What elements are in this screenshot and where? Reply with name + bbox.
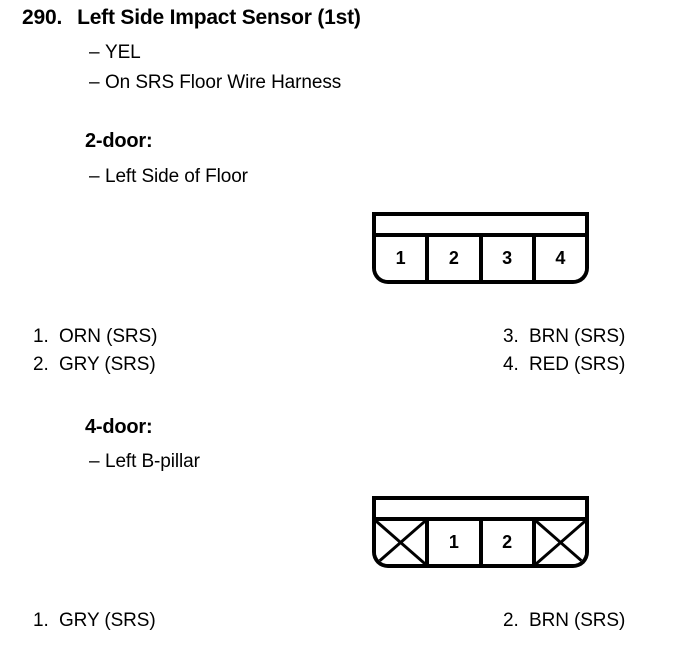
connector-cell: 1: [429, 521, 483, 564]
connector-cell: 2: [429, 237, 483, 280]
entry-note-0-text: YEL: [105, 42, 141, 63]
pin-list-item: 4. RED (SRS): [503, 351, 625, 379]
connector-cell: 4: [535, 237, 585, 280]
connector-cell-row: 1 2: [372, 521, 589, 568]
pin-label: BRN (SRS): [529, 610, 626, 631]
connector-cell-row: 1 2 3 4: [372, 237, 589, 284]
entry-heading: 290. Left Side Impact Sensor (1st): [22, 6, 361, 30]
dash-bullet-icon: –: [89, 166, 100, 187]
pin-number: 1.: [33, 326, 49, 347]
pin-list-right-2-door: 3. BRN (SRS) 4. RED (SRS): [503, 323, 625, 379]
pin-list-item: 2. GRY (SRS): [33, 351, 157, 379]
connector-top-bar: [372, 212, 589, 237]
connector-cell-blocked: [535, 521, 585, 564]
pin-label: ORN (SRS): [59, 326, 158, 347]
section-location-2-door: –Left Side of Floor: [89, 166, 248, 188]
connector-top-bar: [372, 496, 589, 521]
pin-number: 1.: [33, 610, 49, 631]
pin-list-left-2-door: 1. ORN (SRS) 2. GRY (SRS): [33, 323, 157, 379]
dash-bullet-icon: –: [89, 451, 100, 472]
connector-cell-blocked: [376, 521, 430, 564]
section-location-2-door-text: Left Side of Floor: [105, 166, 248, 187]
entry-note-1: –On SRS Floor Wire Harness: [89, 72, 341, 94]
pin-number: 2.: [33, 354, 49, 375]
connector-diagram-2-door: 1 2 3 4: [372, 212, 589, 284]
section-location-4-door-text: Left B-pillar: [105, 451, 200, 472]
entry-number: 290.: [22, 6, 63, 29]
pin-list-item: 2. BRN (SRS): [503, 607, 625, 635]
connector-cell: 3: [482, 237, 536, 280]
pin-list-left-4-door: 1. GRY (SRS): [33, 607, 156, 635]
pin-number: 4.: [503, 354, 519, 375]
connector-diagram-4-door: 1 2: [372, 496, 589, 568]
pin-label: GRY (SRS): [59, 610, 156, 631]
connector-cell: 1: [376, 237, 430, 280]
dash-bullet-icon: –: [89, 72, 100, 93]
pin-list-item: 3. BRN (SRS): [503, 323, 625, 351]
pin-number: 2.: [503, 610, 519, 631]
pin-label: GRY (SRS): [59, 354, 156, 375]
entry-note-1-text: On SRS Floor Wire Harness: [105, 72, 342, 93]
section-heading-2-door: 2-door:: [85, 130, 153, 152]
pin-label: RED (SRS): [529, 354, 626, 375]
cross-out-icon: [376, 521, 426, 564]
section-location-4-door: –Left B-pillar: [89, 451, 200, 473]
dash-bullet-icon: –: [89, 42, 100, 63]
pin-list-right-4-door: 2. BRN (SRS): [503, 607, 625, 635]
entry-note-0: –YEL: [89, 42, 141, 64]
section-heading-4-door: 4-door:: [85, 416, 153, 438]
pin-list-item: 1. ORN (SRS): [33, 323, 157, 351]
pin-number: 3.: [503, 326, 519, 347]
connector-cell: 2: [482, 521, 536, 564]
cross-out-icon: [535, 521, 585, 564]
page-title: Left Side Impact Sensor (1st): [77, 6, 361, 29]
pin-label: BRN (SRS): [529, 326, 626, 347]
pin-list-item: 1. GRY (SRS): [33, 607, 156, 635]
